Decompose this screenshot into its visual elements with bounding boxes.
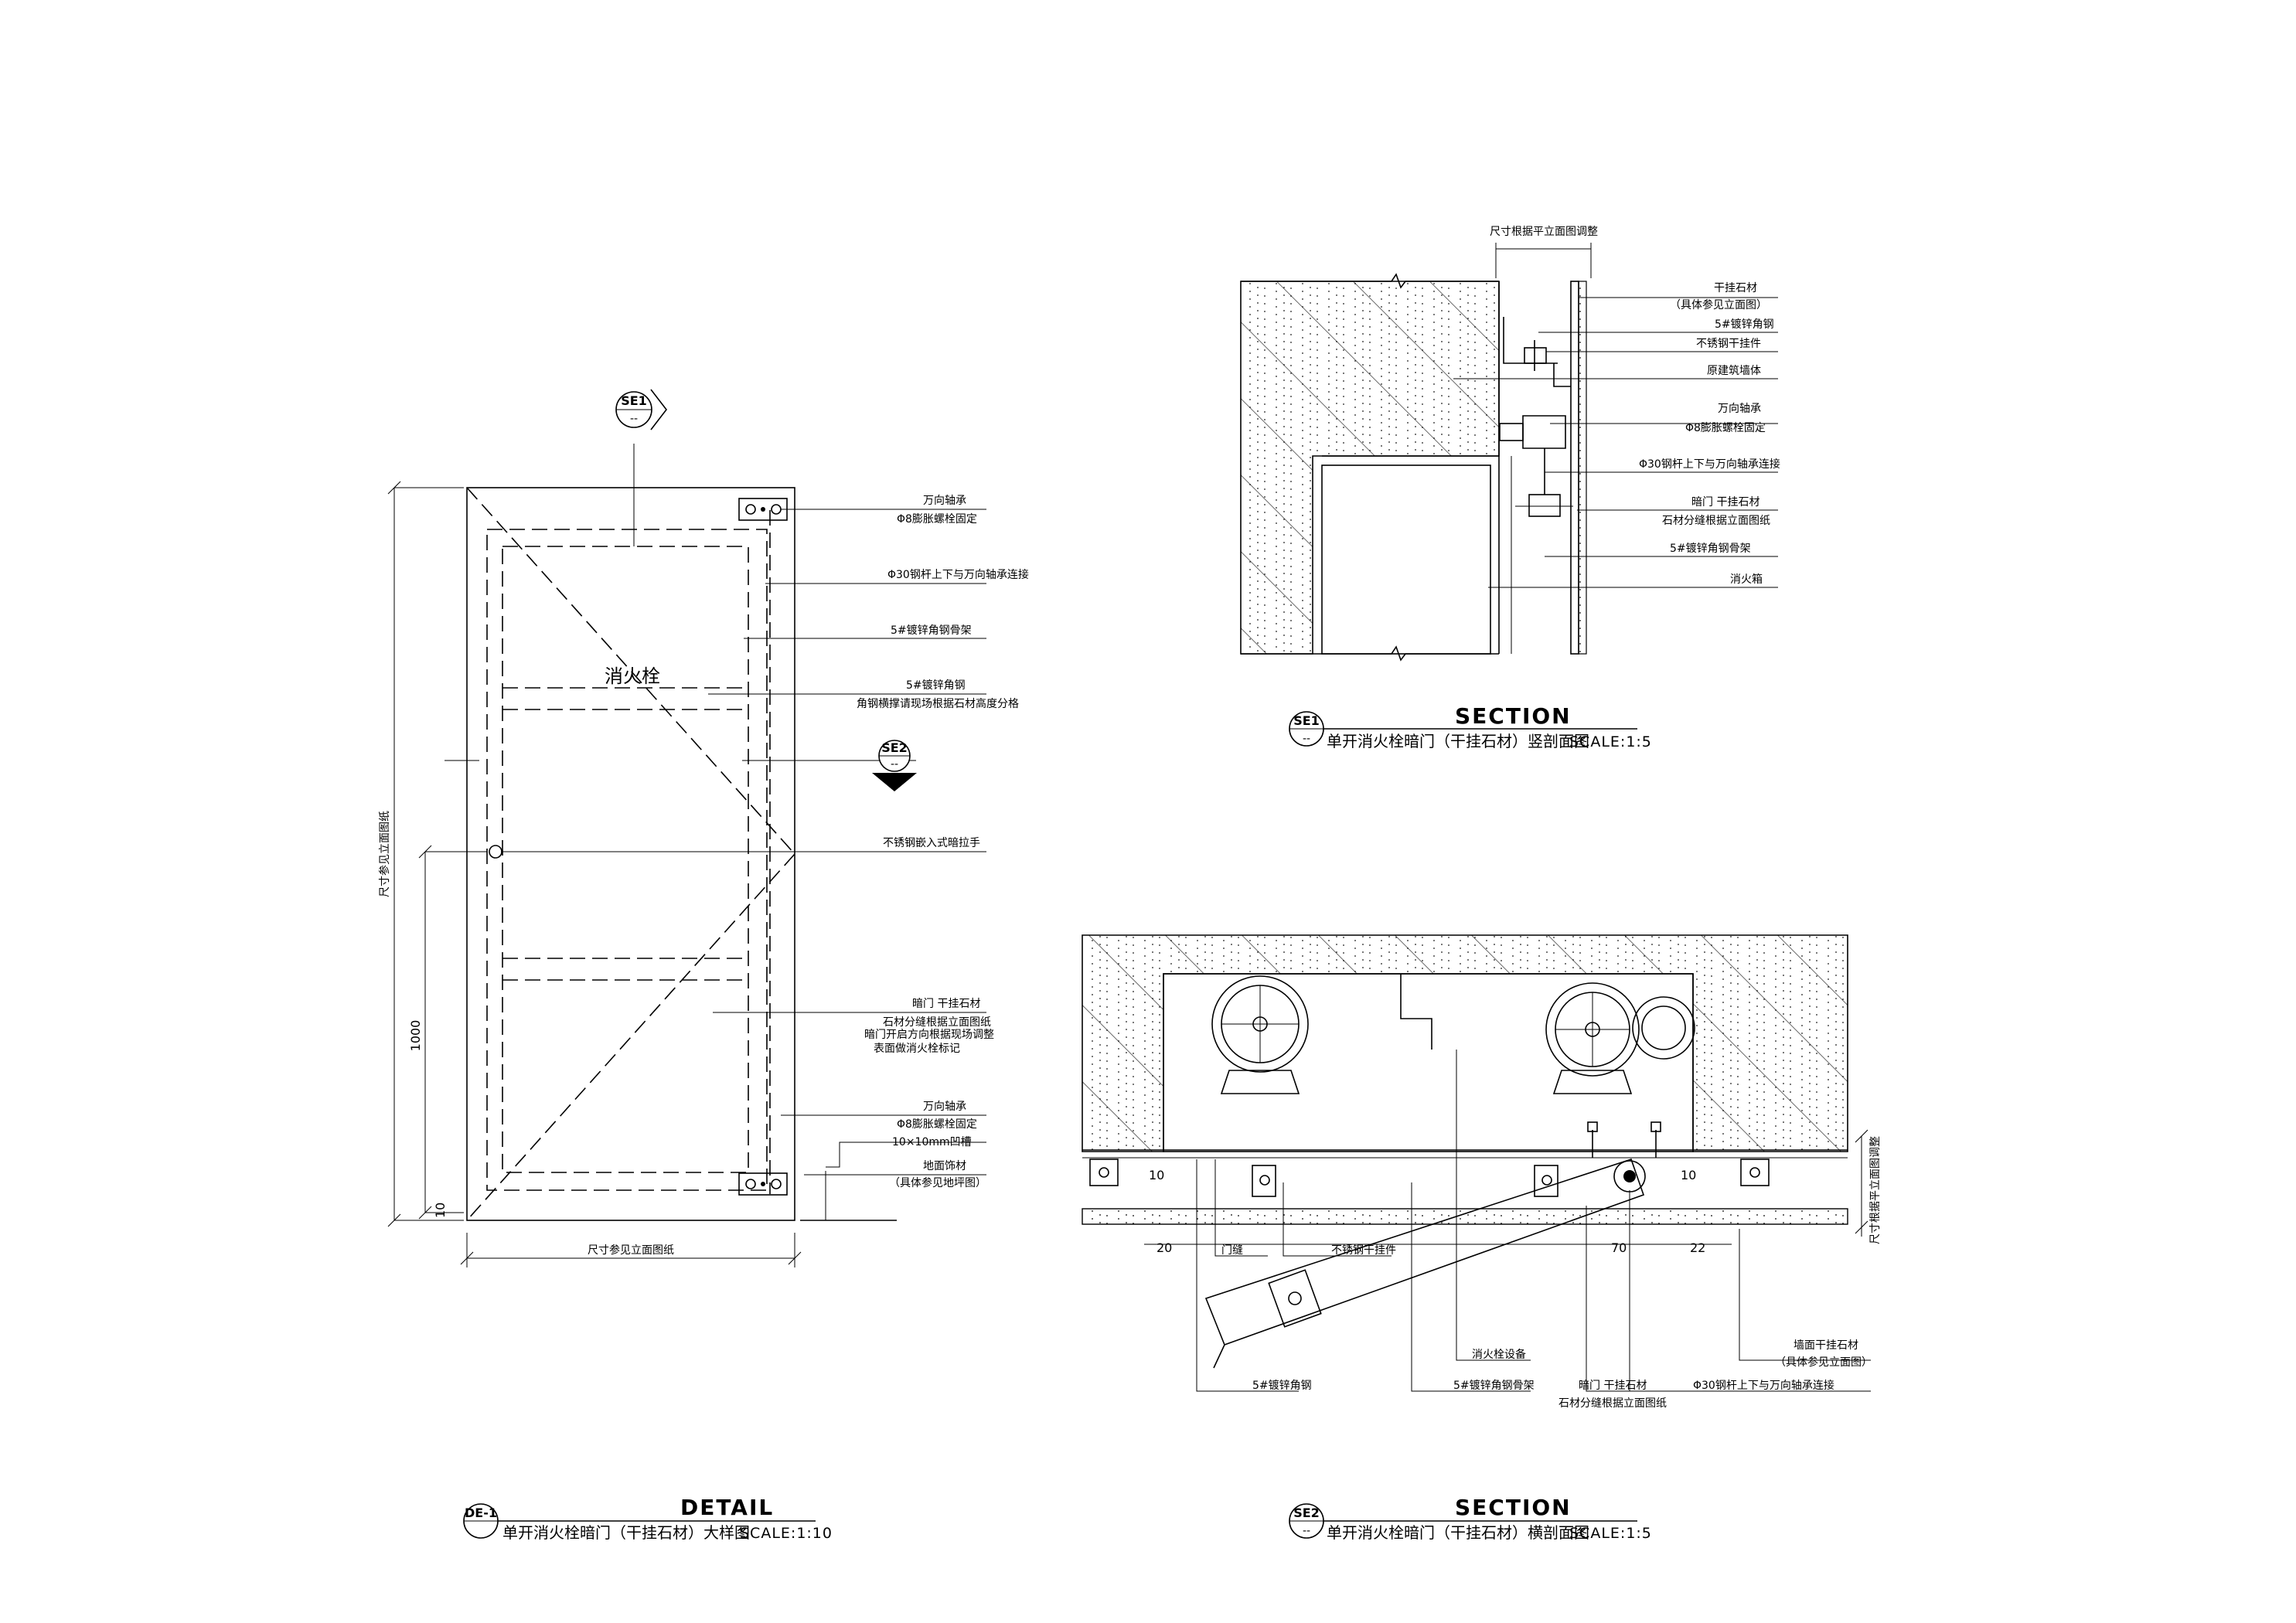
- svg-text:SECTION: SECTION: [1455, 703, 1572, 729]
- svg-text:DE-1: DE-1: [465, 1506, 497, 1520]
- detail-callouts: 万向轴承 Φ8膨胀螺栓固定 Φ30钢杆上下与万向轴承连接 5#镀锌角钢骨架 5#…: [501, 495, 1029, 1189]
- svg-text:SE1: SE1: [621, 393, 647, 408]
- svg-text:消火栓设备: 消火栓设备: [1472, 1348, 1526, 1361]
- section-se1: 尺寸根据平立面图调整: [1240, 226, 1598, 662]
- svg-text:Φ30钢杆上下与万向轴承连接: Φ30钢杆上下与万向轴承连接: [887, 568, 1029, 581]
- svg-text:5#镀锌角钢骨架: 5#镀锌角钢骨架: [1453, 1379, 1535, 1392]
- outer-dashed-frame: [486, 529, 768, 1191]
- svg-text:不锈钢嵌入式暗拉手: 不锈钢嵌入式暗拉手: [883, 837, 980, 849]
- inner-frame: [502, 546, 749, 1173]
- svg-text:5#镀锌角钢骨架: 5#镀锌角钢骨架: [1670, 542, 1751, 555]
- svg-text:70: 70: [1611, 1240, 1627, 1255]
- svg-text:不锈钢干挂件: 不锈钢干挂件: [1696, 338, 1761, 350]
- svg-text:不锈钢干挂件: 不锈钢干挂件: [1331, 1244, 1396, 1257]
- svg-text:单开消火栓暗门（干挂石材）大样图: 单开消火栓暗门（干挂石材）大样图: [502, 1523, 750, 1542]
- svg-text:Φ8膨胀螺栓固定: Φ8膨胀螺栓固定: [897, 512, 977, 526]
- svg-text:--: --: [1303, 1525, 1310, 1537]
- svg-text:干挂石材: 干挂石材: [1714, 282, 1757, 294]
- svg-text:尺寸根据平立面图调整: 尺寸根据平立面图调整: [1869, 1136, 1882, 1244]
- svg-text:墙面干挂石材: 墙面干挂石材: [1794, 1339, 1858, 1352]
- svg-text:万向轴承: 万向轴承: [1718, 403, 1761, 415]
- svg-text:暗门开启方向根据现场调整: 暗门开启方向根据现场调整: [864, 1029, 994, 1041]
- svg-text:Φ8膨胀螺栓固定: Φ8膨胀螺栓固定: [1685, 421, 1766, 434]
- svg-text:万向轴承: 万向轴承: [923, 1101, 966, 1113]
- door-outline: [466, 487, 795, 1221]
- section-se1-title-block: SE1 -- SECTION 单开消火栓暗门（干挂石材）竖剖面图 SCALE:1…: [1289, 703, 1652, 750]
- detail-dimensions: 尺寸参见立面图纸 1000 10 尺寸参见立面图纸: [378, 481, 802, 1267]
- svg-text:SCALE:1:5: SCALE:1:5: [1569, 733, 1652, 750]
- svg-text:角钢横撑请现场根据石材高度分格: 角钢横撑请现场根据石材高度分格: [857, 697, 1019, 710]
- svg-text:SE2: SE2: [881, 740, 908, 755]
- svg-text:20: 20: [1157, 1240, 1172, 1255]
- section-se2: 尺寸根据平立面图调整 10 20 10 70 22: [1082, 934, 1882, 1369]
- dim-width: 尺寸参见立面图纸: [588, 1244, 674, 1257]
- svg-text:--: --: [891, 758, 898, 771]
- svg-text:10: 10: [1681, 1168, 1696, 1182]
- svg-text:单开消火栓暗门（干挂石材）竖剖面图: 单开消火栓暗门（干挂石材）竖剖面图: [1327, 732, 1589, 750]
- svg-text:5#镀锌角钢: 5#镀锌角钢: [1715, 318, 1774, 331]
- svg-text:原建筑墙体: 原建筑墙体: [1707, 365, 1761, 377]
- svg-text:暗门 干挂石材: 暗门 干挂石材: [912, 998, 980, 1010]
- svg-text:消火箱: 消火箱: [1730, 573, 1763, 586]
- section-se1-callouts: 干挂石材 （具体参见立面图） 5#镀锌角钢 不锈钢干挂件 原建筑墙体 万向轴承 …: [1453, 282, 1780, 588]
- svg-text:Φ30钢杆上下与万向轴承连接: Φ30钢杆上下与万向轴承连接: [1639, 458, 1780, 471]
- dim-floor-gap: 10: [433, 1203, 448, 1218]
- svg-text:SCALE:1:10: SCALE:1:10: [740, 1525, 833, 1542]
- svg-text:门缝: 门缝: [1221, 1244, 1243, 1257]
- dim-handle-height: 1000: [408, 1020, 423, 1052]
- svg-text:SECTION: SECTION: [1455, 1495, 1572, 1520]
- section-marker-se1[interactable]: SE1 --: [615, 389, 668, 546]
- svg-text:SE2: SE2: [1293, 1506, 1320, 1520]
- svg-text:10: 10: [1149, 1168, 1164, 1182]
- dim-height-total: 尺寸参见立面图纸: [378, 811, 391, 897]
- svg-text:Φ30钢杆上下与万向轴承连接: Φ30钢杆上下与万向轴承连接: [1693, 1379, 1834, 1392]
- svg-text:（具体参见立面图）: （具体参见立面图）: [1775, 1356, 1872, 1369]
- svg-text:地面饰材: 地面饰材: [923, 1160, 966, 1172]
- recessed-handle: [489, 845, 502, 859]
- detail-elevation: 消火栓: [445, 487, 897, 1221]
- svg-text:--: --: [1303, 733, 1310, 745]
- section-se2-title-block: SE2 -- SECTION 单开消火栓暗门（干挂石材）横剖面图 SCALE:1…: [1289, 1495, 1652, 1542]
- svg-text:暗门 干挂石材: 暗门 干挂石材: [1579, 1380, 1647, 1392]
- detail-title-block: DE-1 DETAIL 单开消火栓暗门（干挂石材）大样图 SCALE:1:10: [463, 1495, 833, 1542]
- svg-text:单开消火栓暗门（干挂石材）横剖面图: 单开消火栓暗门（干挂石材）横剖面图: [1327, 1523, 1589, 1542]
- svg-text:表面做消火栓标记: 表面做消火栓标记: [874, 1043, 960, 1055]
- hydrant-label: 消火栓: [605, 665, 660, 687]
- svg-text:5#镀锌角钢: 5#镀锌角钢: [906, 679, 966, 692]
- svg-text:22: 22: [1690, 1240, 1705, 1255]
- svg-text:石材分缝根据立面图纸: 石材分缝根据立面图纸: [1558, 1397, 1667, 1410]
- svg-text:石材分缝根据立面图纸: 石材分缝根据立面图纸: [883, 1016, 991, 1029]
- svg-text:5#镀锌角钢: 5#镀锌角钢: [1252, 1379, 1312, 1392]
- bottom-hinge: [738, 1172, 788, 1196]
- svg-text:暗门 干挂石材: 暗门 干挂石材: [1691, 496, 1759, 509]
- svg-text:万向轴承: 万向轴承: [923, 495, 966, 507]
- svg-text:（具体参见地坪图）: （具体参见地坪图）: [889, 1176, 986, 1189]
- section-se2-callouts: 门缝 不锈钢干挂件 消火栓设备 5#镀锌角钢 5#镀锌角钢骨架 暗门 干挂石材 …: [1196, 1050, 1872, 1410]
- svg-text:5#镀锌角钢骨架: 5#镀锌角钢骨架: [891, 624, 972, 637]
- svg-text:DETAIL: DETAIL: [680, 1495, 774, 1520]
- top-hinge: [738, 498, 788, 521]
- svg-text:SE1: SE1: [1293, 713, 1320, 728]
- svg-text:石材分缝根据立面图纸: 石材分缝根据立面图纸: [1662, 515, 1770, 527]
- section-marker-se2[interactable]: SE2 --: [742, 740, 917, 791]
- svg-text:（具体参见立面图）: （具体参见立面图）: [1670, 298, 1767, 311]
- svg-text:Φ8膨胀螺栓固定: Φ8膨胀螺栓固定: [897, 1118, 977, 1131]
- svg-text:SCALE:1:5: SCALE:1:5: [1569, 1525, 1652, 1542]
- svg-text:--: --: [630, 413, 638, 425]
- svg-text:尺寸根据平立面图调整: 尺寸根据平立面图调整: [1490, 226, 1598, 238]
